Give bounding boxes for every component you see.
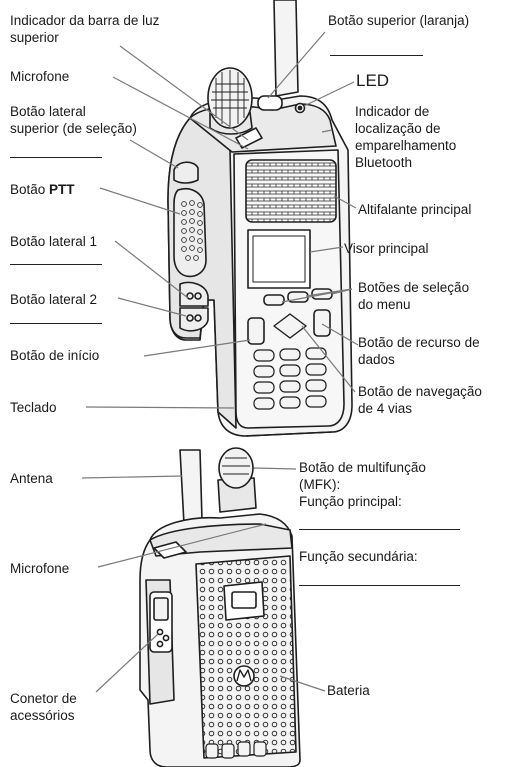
front-side-btn-2 xyxy=(179,307,209,332)
label-data-feature-button: Botão de recurso de dados xyxy=(358,335,480,367)
front-top-side-btn xyxy=(173,161,199,184)
front-radio xyxy=(167,0,353,437)
front-side-btn-1 xyxy=(179,281,209,307)
rear-knob xyxy=(218,447,254,489)
front-ptt xyxy=(173,188,207,278)
label-4-way-navigation: Botão de navegação de 4 vias xyxy=(358,384,482,416)
blank-line-secondary-function xyxy=(299,585,460,586)
front-antenna xyxy=(273,0,299,97)
label-secondary-function: Função secundária: xyxy=(299,549,418,564)
label-light-bar-indicator: Indicador da barra de luz superior xyxy=(10,13,160,45)
label-antenna: Antena xyxy=(10,471,53,486)
rear-antenna xyxy=(179,449,203,525)
label-microphone-rear: Microfone xyxy=(10,561,70,576)
label-main-display: Visor principal xyxy=(344,241,429,256)
label-main-speaker: Altifalante principal xyxy=(358,202,472,217)
label-microphone-front: Microfone xyxy=(10,69,70,84)
blank-line-top-button xyxy=(330,55,423,56)
rear-radio xyxy=(139,447,301,767)
label-side-button-2: Botão lateral 2 xyxy=(10,292,98,307)
front-ptt-dots xyxy=(181,200,203,261)
label-side-button-1: Botão lateral 1 xyxy=(10,234,98,249)
blank-line-side-button-2 xyxy=(10,323,102,324)
front-home-btn xyxy=(247,317,265,345)
front-bottom-edge xyxy=(245,431,333,437)
label-battery: Bateria xyxy=(327,683,370,698)
label-ptt-button: Botão PTT xyxy=(10,182,75,197)
rear-bottom-feet xyxy=(205,741,267,759)
blank-line-side-button-1 xyxy=(10,264,102,265)
label-accessory-connector: Conetor de acessórios xyxy=(10,691,77,723)
label-top-side-button: Botão lateral superior (de seleção) xyxy=(10,104,137,136)
label-top-button: Botão superior (laranja) xyxy=(328,13,470,28)
label-led: LED xyxy=(356,71,390,90)
front-keypad xyxy=(253,347,327,410)
leader-lines xyxy=(81,31,359,693)
front-menu-btn-1 xyxy=(263,294,285,306)
rear-battery xyxy=(195,555,297,759)
front-nav-pad xyxy=(273,313,307,339)
rear-top-ridge xyxy=(149,523,293,557)
label-multifunction-knob: Botão de multifunção (MFK): Função princ… xyxy=(299,460,426,509)
label-home-button: Botão de início xyxy=(10,348,100,363)
front-data-btn xyxy=(313,309,331,337)
blank-line-top-side-button xyxy=(10,157,102,158)
label-bluetooth-indicator: Indicador de localização de emparelhamen… xyxy=(355,104,457,170)
blank-line-primary-function xyxy=(299,529,460,530)
label-menu-select-buttons: Botões de seleção do menu xyxy=(358,280,470,312)
front-speaker-grille xyxy=(245,159,337,223)
label-keypad: Teclado xyxy=(10,400,57,415)
front-top-button xyxy=(257,95,283,111)
